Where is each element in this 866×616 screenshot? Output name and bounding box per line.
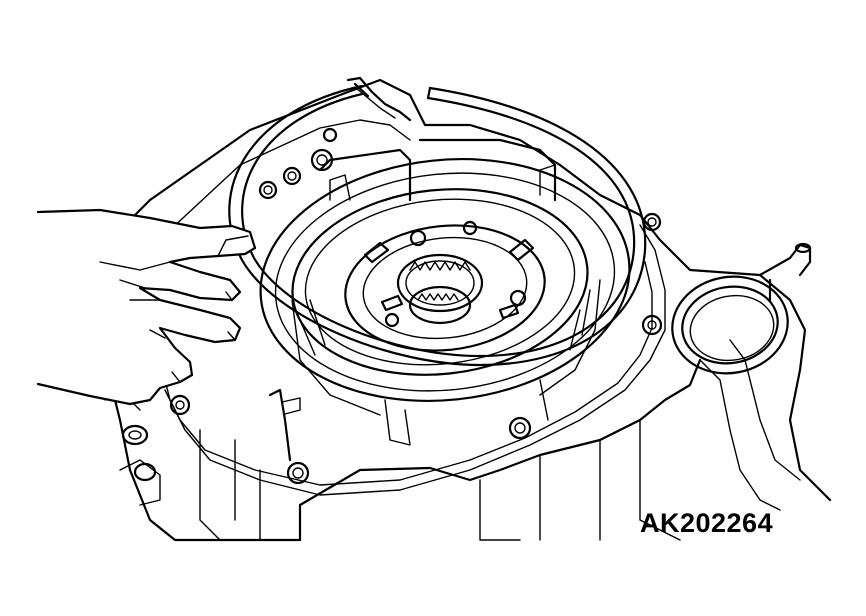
snap-ring-icon [228,76,647,367]
oil-seal-icon [671,275,789,375]
figure-code: AK202264 [640,508,774,538]
hand-holding-ring-icon [36,208,257,406]
clutch-drum-icon [259,138,631,462]
transmission-case-housing-icon [98,78,832,542]
